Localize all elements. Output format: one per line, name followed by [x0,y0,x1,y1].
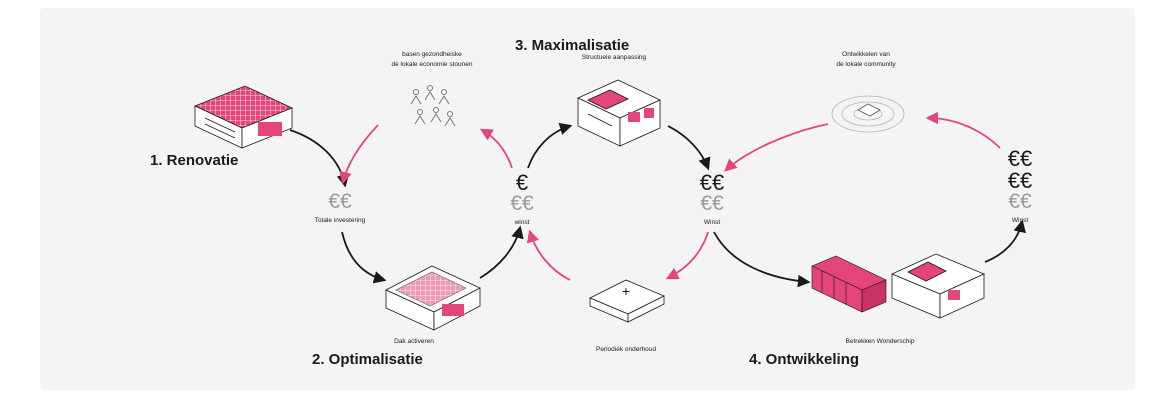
building-extension-icon [577,79,661,147]
winst-node-1: € €€ winst [510,170,534,226]
stage-title-ontwikkeling: 4. Ontwikkeling [749,351,859,368]
arrow-winst1-to-social [479,128,513,169]
arrow-winst3-to-community [925,111,1001,149]
svg-text:+: + [622,283,630,299]
winst-3-euro-symbols-a: €€ [1008,146,1032,171]
maintenance-roof-icon: + [589,279,665,323]
investment-euro-symbols: €€ [328,190,352,213]
arrows [289,111,1026,288]
arrow-winst1-to-structural [527,122,573,169]
arrow-community-to-winst2 [724,123,829,172]
winst-3-euro-symbols-b: €€ [1008,168,1032,193]
maintenance-caption: Periodiek onderhoud [596,346,656,353]
stage-title-renovatie: 1. Renovatie [150,152,238,169]
captions: basen gezondheiske de lokale economie st… [392,51,915,353]
community-caption-line-1: Ontwikkelen van [842,51,890,58]
roof-caption: Dak activeren [394,338,434,345]
winst-node-3: €€ €€ €€ Winst [1008,146,1032,224]
arrow-social-to-investment [339,124,379,185]
stage-titles: 1. Renovatie 2. Optimalisatie 3. Maximal… [150,37,859,368]
partnership-caption: Betrekken Wonderschip [846,338,915,345]
arrow-investment-to-roof [341,231,387,284]
community-map-icon [831,95,905,133]
solar-roof-icon [385,265,481,331]
investment-label: Totale investering [315,217,366,224]
winst-2-grey-symbols: €€ [700,192,724,215]
winst-2-euro-symbols: €€ [700,170,724,195]
arrow-winst2-to-maintenance [665,231,709,280]
winst-node-2: €€ €€ Winst [700,170,724,226]
social-caption-line-1: basen gezondheiske [402,51,462,58]
winst-1-euro-symbols: € [516,170,528,195]
winst-3-label: Winst [1012,217,1028,224]
stage-title-maximalisatie: 3. Maximalisatie [515,37,629,54]
winst-1-label: winst [514,219,530,226]
development-building-icon [890,253,986,319]
investment-node: €€ Totale investering [315,190,366,224]
people-group-icon [410,85,456,127]
winst-3-grey-symbols: €€ [1008,190,1032,213]
arrow-building-to-winst3 [984,219,1026,263]
arrow-structural-to-winst2 [667,125,711,171]
arrow-roof-to-winst1 [479,225,524,279]
community-caption-line-2: de lokale community [836,61,896,68]
arrow-maintenance-to-winst1 [526,229,571,281]
winst-2-label: Winst [704,219,720,226]
structural-caption: Structuele aanpassing [582,54,647,61]
warehouse-icon [193,85,294,149]
arrow-winst2-to-containers [713,231,811,288]
winst-1-grey-symbols: €€ [510,192,534,215]
social-caption-line-2: de lokale economie stounen [392,61,473,68]
diagram-panel [40,8,1135,390]
container-stack-icon [811,255,887,313]
stage-title-optimalisatie: 2. Optimalisatie [312,351,423,368]
